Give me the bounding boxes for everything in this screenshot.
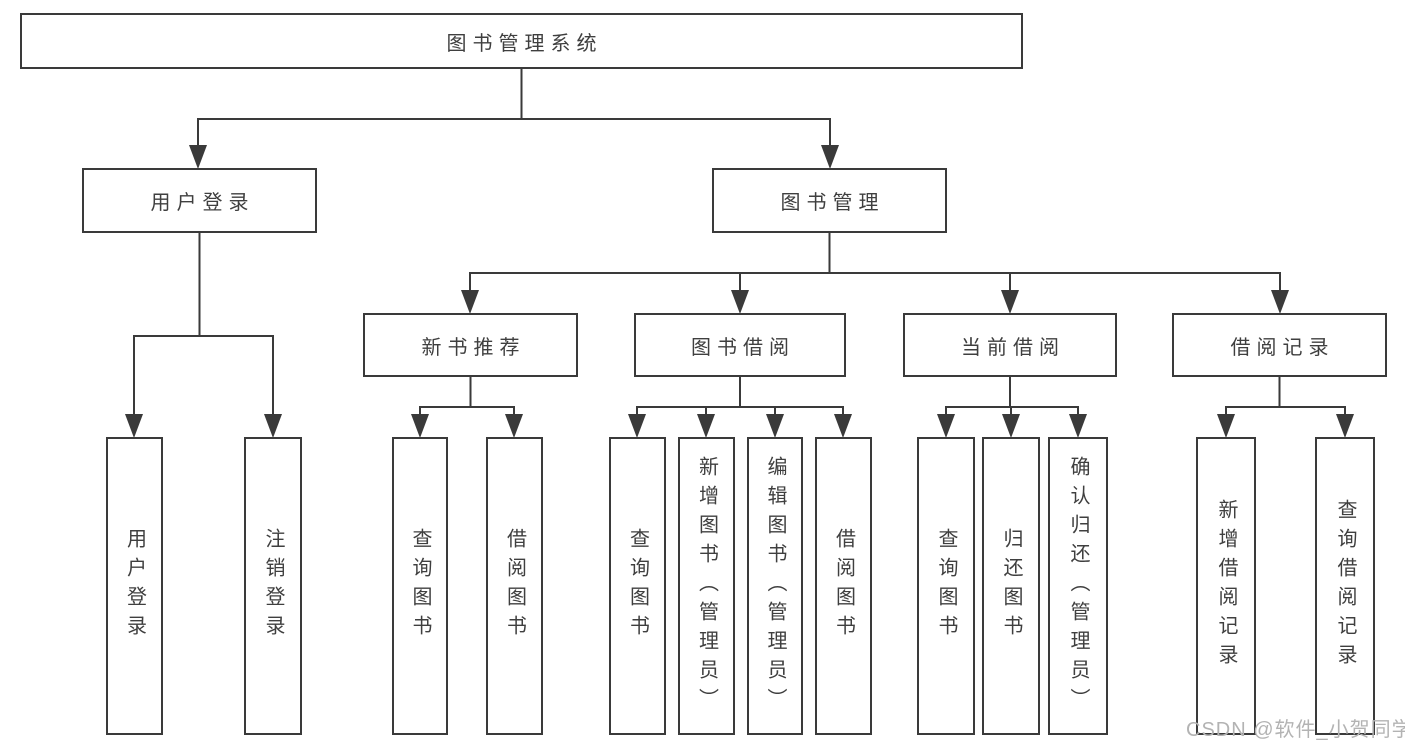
node-current-borrowing: 当前借阅: [903, 313, 1117, 377]
leaf-label: 借阅图书: [503, 528, 526, 644]
leaf-label: 注销登录: [262, 528, 284, 644]
leaf-borrow-books-1: 借阅图书: [486, 437, 543, 735]
leaf-add-books-admin: 新增图书（管理员）: [678, 437, 735, 735]
leaf-label: 确认归还（管理员）: [1067, 455, 1089, 717]
leaf-confirm-return-admin: 确认归还（管理员）: [1048, 437, 1108, 735]
node-borrowing-records: 借阅记录: [1172, 313, 1387, 377]
node-book-borrowing: 图书借阅: [634, 313, 846, 377]
leaf-label: 归还图书: [1000, 528, 1022, 644]
leaf-query-borrow-record: 查询借阅记录: [1315, 437, 1375, 735]
node-book-management-branch: 图书管理: [712, 168, 947, 233]
node-label: 借阅记录: [1230, 336, 1335, 359]
leaf-add-borrow-record: 新增借阅记录: [1196, 437, 1256, 735]
leaf-label: 查询图书: [935, 528, 957, 644]
csdn-watermark: CSDN @软件_小贺同学: [1186, 719, 1405, 741]
leaf-edit-books-admin: 编辑图书（管理员）: [747, 437, 803, 735]
leaf-label: 新增图书（管理员）: [695, 455, 718, 717]
leaf-label: 编辑图书（管理员）: [764, 455, 786, 717]
leaf-label: 查询借阅记录: [1334, 499, 1356, 673]
leaf-query-books-3: 查询图书: [917, 437, 975, 735]
leaf-query-books-1: 查询图书: [392, 437, 448, 735]
leaf-logout: 注销登录: [244, 437, 302, 735]
node-label: 用户登录: [150, 192, 255, 214]
node-label: 新书推荐: [421, 336, 526, 359]
leaf-label: 借阅图书: [832, 528, 855, 644]
leaf-user-login: 用户登录: [106, 437, 163, 735]
arrowhead-icons: [125, 145, 1354, 438]
node-root-label: 图书管理系统: [446, 32, 603, 55]
node-user-login-branch: 用户登录: [82, 168, 317, 233]
node-label: 图书借阅: [691, 336, 795, 359]
node-label: 图书管理: [780, 192, 885, 214]
leaf-label: 查询图书: [409, 528, 431, 644]
node-label: 当前借阅: [961, 336, 1065, 359]
leaf-borrow-books-2: 借阅图书: [815, 437, 872, 735]
leaf-return-books: 归还图书: [982, 437, 1040, 735]
leaf-label: 新增借阅记录: [1215, 499, 1237, 673]
leaf-label: 用户登录: [123, 528, 146, 644]
leaf-query-books-2: 查询图书: [609, 437, 666, 735]
leaf-label: 查询图书: [626, 528, 649, 644]
node-root-system: 图书管理系统: [20, 13, 1023, 69]
node-new-book-recommend: 新书推荐: [363, 313, 578, 377]
